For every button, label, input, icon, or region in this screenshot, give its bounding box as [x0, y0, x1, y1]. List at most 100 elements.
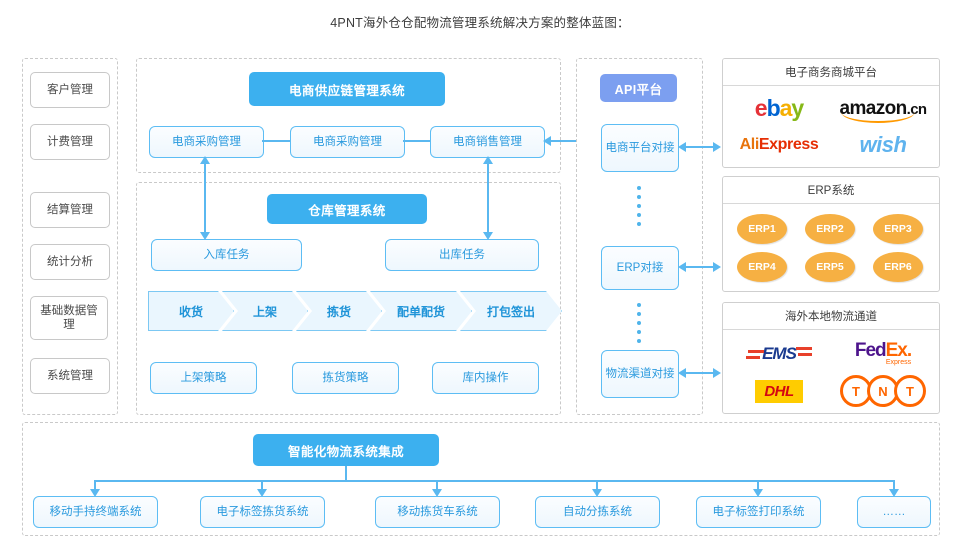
ecommerce-logo-grid: ebay amazon.cn AliExpress wish [723, 86, 939, 167]
ecommerce-purchase-box-2[interactable]: 电商采购管理 [290, 126, 405, 158]
intelligent-logistics-header: 智能化物流系统集成 [253, 434, 439, 466]
erp-item-4[interactable]: ERP4 [737, 252, 787, 282]
bottom-header-label: 智能化物流系统集成 [287, 444, 405, 459]
mobile-handheld-terminal-box[interactable]: 移动手持终端系统 [33, 496, 158, 528]
arrow-right-ecommerce-panel [713, 142, 721, 152]
step-label: 打包签出 [486, 304, 535, 319]
arrow-right-logistics-panel [713, 368, 721, 378]
in-warehouse-operation-box[interactable]: 库内操作 [432, 362, 539, 394]
connector-sales-api [549, 140, 595, 142]
page-title: 4PNT海外仓仓配物流管理系统解决方案的整体蓝图： [330, 16, 630, 30]
arrow-down-inbound [200, 232, 210, 240]
arrow-down-branch-6 [889, 489, 899, 497]
process-step-order-allocation[interactable]: 配单配货 [370, 291, 472, 331]
box-label: ERP对接 [616, 261, 664, 274]
arrow-down-branch-5 [753, 489, 763, 497]
api-platform-header-label: API平台 [614, 82, 663, 97]
mobile-picking-cart-box[interactable]: 移动拣货车系统 [375, 496, 500, 528]
erp-item-2[interactable]: ERP2 [805, 214, 855, 244]
warehouse-header: 仓库管理系统 [267, 194, 427, 224]
arrow-left-ecommerce-connector [678, 142, 686, 152]
dots-separator-upper [637, 186, 641, 226]
process-step-packing-checkout[interactable]: 打包签出 [460, 291, 562, 331]
bottom-branch-1 [94, 480, 96, 491]
box-label: 电商销售管理 [453, 135, 522, 148]
step-label: 收货 [178, 304, 203, 319]
arrow-down-branch-3 [432, 489, 442, 497]
erp-label: ERP3 [884, 223, 912, 235]
panel-title-logistics: 海外本地物流通道 [723, 303, 939, 330]
erp-item-6[interactable]: ERP6 [873, 252, 923, 282]
sidebar-item-settlement[interactable]: 结算管理 [30, 192, 110, 228]
box-label: 拣货策略 [322, 371, 369, 384]
box-label: 电商平台对接 [605, 141, 675, 154]
putaway-strategy-box[interactable]: 上架策略 [150, 362, 257, 394]
box-label: 移动手持终端系统 [49, 505, 142, 518]
box-label: 移动拣货车系统 [397, 505, 478, 518]
electronic-tag-picking-box[interactable]: 电子标签拣货系统 [200, 496, 325, 528]
connector-sales-outbound [487, 162, 489, 236]
arrow-left-sales [543, 136, 551, 146]
picking-strategy-box[interactable]: 拣货策略 [292, 362, 399, 394]
arrow-down-branch-2 [257, 489, 267, 497]
box-label: 上架策略 [180, 371, 227, 384]
dots-separator-lower [637, 303, 641, 343]
erp-label: ERP2 [816, 223, 844, 235]
sidebar-item-label: 结算管理 [47, 203, 93, 216]
sidebar-item-statistics[interactable]: 统计分析 [30, 244, 110, 280]
connector-purchase1-purchase2 [262, 140, 290, 142]
sidebar-item-label: 客户管理 [47, 83, 93, 96]
outbound-task-box[interactable]: 出库任务 [385, 239, 539, 271]
box-label: 库内操作 [462, 371, 509, 384]
bottom-branch-5 [757, 480, 759, 491]
sidebar-item-billing[interactable]: 计费管理 [30, 124, 110, 160]
ecommerce-purchase-box-1[interactable]: 电商采购管理 [149, 126, 264, 158]
amazon-cn-logo: amazon.cn [831, 90, 935, 126]
arrow-up-sales [483, 156, 493, 164]
electronic-tag-printing-box[interactable]: 电子标签打印系统 [696, 496, 821, 528]
arrow-up-purchase [200, 156, 210, 164]
process-step-receiving[interactable]: 收货 [148, 291, 234, 331]
ecommerce-platform-connector[interactable]: 电商平台对接 [601, 124, 679, 172]
ecommerce-platform-panel: 电子商务商城平台 ebay amazon.cn AliExpress wish [722, 58, 940, 168]
automatic-sorting-box[interactable]: 自动分拣系统 [535, 496, 660, 528]
box-label: 物流渠道对接 [605, 367, 675, 380]
step-label: 配单配货 [396, 304, 445, 319]
connector-api-ecommerce-panel [684, 146, 719, 148]
connector-api-logistics-panel [684, 372, 719, 374]
erp-item-3[interactable]: ERP3 [873, 214, 923, 244]
api-platform-header: API平台 [600, 74, 677, 102]
bottom-branch-6 [893, 480, 895, 491]
connector-purchase-inbound [204, 162, 206, 236]
sidebar-item-label: 基础数据管理 [40, 304, 98, 331]
erp-label: ERP6 [884, 261, 912, 273]
fedex-logo: FedEx. Express [854, 339, 912, 366]
panel-title-erp: ERP系统 [723, 177, 939, 204]
arrow-down-branch-4 [592, 489, 602, 497]
connector-api-erp-panel [684, 266, 719, 268]
box-label: 电商采购管理 [313, 135, 382, 148]
arrow-down-outbound [483, 232, 493, 240]
sidebar-item-customer[interactable]: 客户管理 [30, 72, 110, 108]
logistics-channel-connector[interactable]: 物流渠道对接 [601, 350, 679, 398]
step-label: 拣货 [326, 304, 351, 319]
erp-item-5[interactable]: ERP5 [805, 252, 855, 282]
more-systems-box[interactable]: …… [857, 496, 931, 528]
sidebar-item-system[interactable]: 系统管理 [30, 358, 110, 394]
bottom-branch-4 [596, 480, 598, 491]
step-label: 上架 [252, 304, 277, 319]
erp-item-1[interactable]: ERP1 [737, 214, 787, 244]
warehouse-header-label: 仓库管理系统 [308, 203, 386, 218]
ecommerce-sales-box[interactable]: 电商销售管理 [430, 126, 545, 158]
bottom-branch-3 [436, 480, 438, 491]
erp-connector[interactable]: ERP对接 [601, 246, 679, 290]
connector-purchase2-sales [403, 140, 430, 142]
bottom-bus [94, 480, 894, 482]
box-label: 电子标签打印系统 [712, 505, 805, 518]
erp-label: ERP5 [816, 261, 844, 273]
sidebar-item-basic-data[interactable]: 基础数据管理 [30, 296, 108, 340]
inbound-task-box[interactable]: 入库任务 [151, 239, 302, 271]
